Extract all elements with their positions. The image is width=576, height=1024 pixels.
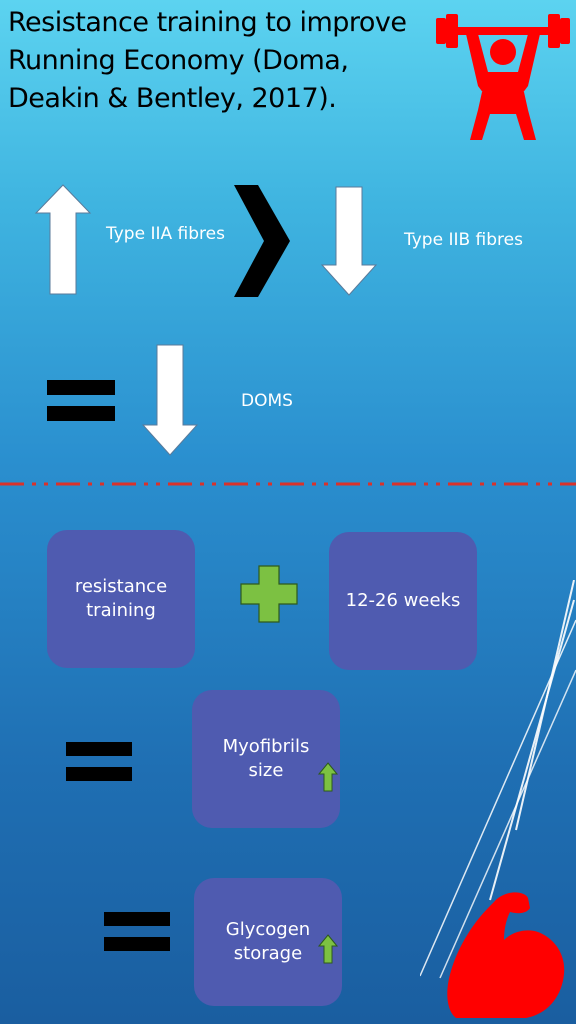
down-arrow-icon	[320, 186, 378, 296]
type-iia-label: Type IIA fibres	[106, 224, 225, 244]
resistance-training-label: resistance training	[74, 576, 168, 621]
equals-icon	[47, 380, 115, 422]
weightlifter-icon	[436, 14, 570, 140]
weeks-box: 12-26 weeks	[329, 532, 477, 670]
doms-label: DOMS	[241, 391, 293, 411]
decorative-lines	[420, 580, 576, 979]
down-arrow-icon	[141, 344, 199, 456]
weeks-label: 12-26 weeks	[345, 590, 461, 611]
resistance-training-box: resistance training	[47, 530, 195, 668]
plus-icon	[240, 565, 298, 623]
equals-icon	[104, 912, 170, 952]
section-divider	[0, 482, 576, 486]
chevron-right-icon	[234, 185, 290, 297]
myofibrils-box: Myofibrils size	[192, 690, 340, 828]
flexed-bicep-icon	[447, 892, 565, 1018]
equals-icon	[66, 742, 132, 782]
up-arrow-icon	[34, 184, 92, 295]
glycogen-box: Glycogen storage	[194, 878, 342, 1006]
page-title: Resistance training to improve Running E…	[8, 7, 407, 114]
glycogen-label: Glycogen storage	[225, 919, 311, 964]
myofibrils-label: Myofibrils size	[222, 736, 310, 781]
up-arrow-icon	[318, 934, 338, 964]
up-arrow-icon	[318, 762, 338, 792]
type-iib-label: Type IIB fibres	[404, 230, 523, 250]
